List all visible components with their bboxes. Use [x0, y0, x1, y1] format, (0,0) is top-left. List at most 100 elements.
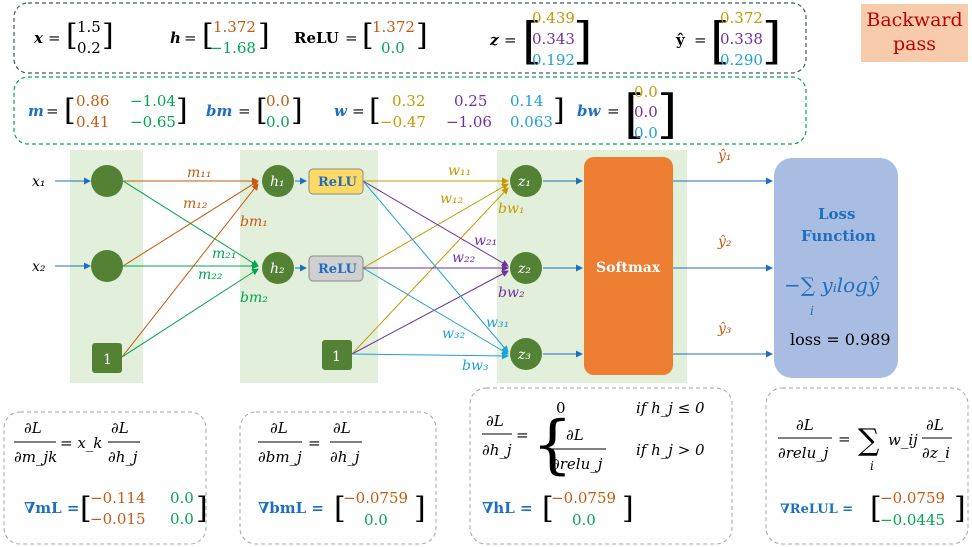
- svg-text:[: [: [710, 12, 730, 70]
- svg-text:=: =: [238, 102, 251, 120]
- input-bias-label: 1: [103, 352, 112, 368]
- bm1-label: bm₁: [240, 214, 268, 230]
- grad-bm-lhs-den: ∂bm_j: [258, 448, 302, 466]
- w-r2c3: 0.063: [510, 113, 553, 131]
- w-r2c2: −1.06: [446, 113, 492, 131]
- grad-relu-rhs: ∂L: [926, 416, 944, 434]
- x-label: x: [33, 29, 44, 47]
- relu-v1: 1.372: [372, 18, 415, 36]
- grad-m-eq: = x_k: [60, 434, 102, 452]
- svg-text:]: ]: [258, 18, 270, 53]
- svg-text:=: =: [352, 102, 365, 120]
- output-neuron-2: [510, 252, 542, 284]
- loss-title-1: Loss: [818, 205, 855, 223]
- m-r1c2: −1.04: [130, 92, 176, 110]
- grad-h-box: [469, 387, 733, 545]
- bw-label: bw: [577, 102, 601, 120]
- grad-m-r2c1: −0.015: [90, 510, 146, 528]
- z3-label: z₃: [517, 347, 531, 363]
- w12-label: w₁₂: [440, 191, 464, 207]
- z2-label: z₂: [517, 261, 531, 277]
- w22-label: w₂₂: [452, 250, 476, 266]
- hidden-bias-node: [322, 340, 352, 370]
- m11-label: m₁₁: [187, 165, 212, 181]
- z1-label: z₁: [517, 174, 531, 190]
- grad-relu-sum: ∑: [858, 423, 880, 458]
- grad-relu-v1: −0.0759: [880, 489, 945, 507]
- grad-bm-v1: −0.0759: [343, 489, 408, 507]
- grad-bm-v2: 0.0: [364, 511, 388, 529]
- grad-relu-rhs-den: ∂z_i: [922, 444, 950, 462]
- hidden-neuron-1: [262, 165, 294, 197]
- svg-text:]: ]: [416, 18, 428, 53]
- grad-bm-label: ∇bmL =: [258, 499, 324, 517]
- grad-h-case1: 0: [556, 399, 566, 417]
- input-neuron-1: [91, 165, 123, 197]
- svg-text:]: ]: [196, 491, 208, 526]
- svg-text:[: [: [64, 93, 76, 128]
- grad-m-label: ∇mL =: [24, 499, 80, 517]
- svg-text:[: [: [66, 18, 78, 53]
- svg-text:=: =: [345, 29, 358, 47]
- svg-text:[: [: [256, 93, 268, 128]
- grad-h-case2-den: ∂relu_j: [552, 455, 603, 473]
- m-r2c1: 0.41: [76, 113, 109, 131]
- z-v2: 0.343: [532, 30, 575, 48]
- svg-text:=: =: [48, 29, 61, 47]
- relu-label: ReLU: [294, 29, 339, 47]
- input-neuron-2: [91, 250, 123, 282]
- badge-line1: Backward: [866, 9, 963, 31]
- parameters-box: [13, 76, 807, 145]
- softmax-label: Softmax: [596, 260, 661, 276]
- grad-m-r2c2: 0.0: [170, 510, 194, 528]
- w-label: w: [334, 102, 348, 120]
- grad-relu-label: ∇ReLUL =: [780, 502, 853, 517]
- svg-text:{: {: [532, 408, 573, 482]
- grad-h-cond1: if h_j ≤ 0: [636, 399, 705, 417]
- grad-h-lhs: ∂L: [486, 412, 504, 430]
- grad-relu-w: w_ij: [888, 431, 918, 449]
- output-neuron-3: [510, 338, 542, 370]
- yhat-v3: 0.290: [720, 51, 763, 69]
- input-bias-node: [92, 343, 122, 373]
- relu-v2: 0.0: [381, 39, 405, 57]
- x-v2: 0.2: [77, 39, 101, 57]
- grad-m-r1c1: −0.114: [90, 489, 146, 507]
- x2-label: x₂: [32, 259, 46, 275]
- m21-label: m₂₁: [212, 246, 237, 262]
- grad-relu-box: [765, 387, 969, 545]
- x-v1: 1.5: [77, 18, 101, 36]
- grad-bm-rhs: ∂L: [333, 419, 351, 437]
- bw-v1: 0.0: [634, 83, 658, 101]
- grad-relu-v2: −0.0445: [880, 511, 945, 529]
- w11-label: w₁₁: [448, 163, 471, 179]
- h-label: h: [170, 29, 181, 47]
- loss-formula-sub: i: [810, 304, 814, 318]
- svg-text:[: [: [362, 18, 374, 53]
- w32-label: w₃₂: [442, 326, 466, 342]
- h-v1: 1.372: [213, 18, 256, 36]
- hidden-neuron-2: [262, 252, 294, 284]
- m-r1c1: 0.86: [76, 92, 109, 110]
- grad-h-v1: −0.0759: [551, 489, 616, 507]
- y2-label: ŷ₂: [717, 233, 732, 250]
- grad-relu-lhs: ∂L: [796, 416, 814, 434]
- svg-text:[: [: [334, 491, 346, 526]
- loss-formula: −∑ yᵢlogŷ: [784, 273, 880, 297]
- h2-label: h₂: [270, 261, 285, 277]
- svg-text:=: =: [504, 31, 517, 49]
- grad-bm-rhs-den: ∂h_j: [330, 448, 360, 466]
- activations-box: [13, 2, 807, 74]
- bm-v1: 0.0: [266, 92, 290, 110]
- grad-m-r1c2: 0.0: [170, 489, 194, 507]
- m22-label: m₂₂: [198, 267, 223, 283]
- svg-text:=: =: [516, 426, 529, 444]
- h1-label: h₁: [270, 174, 285, 190]
- svg-text:[: [: [542, 491, 554, 526]
- bw-v2: 0.0: [634, 103, 658, 121]
- yhat-label: ŷ: [675, 31, 686, 49]
- bw-v3: 0.0: [634, 124, 658, 142]
- grad-bm-box: [239, 411, 437, 545]
- bw2-label: bw₂: [498, 285, 525, 301]
- badge-line2: pass: [893, 33, 936, 55]
